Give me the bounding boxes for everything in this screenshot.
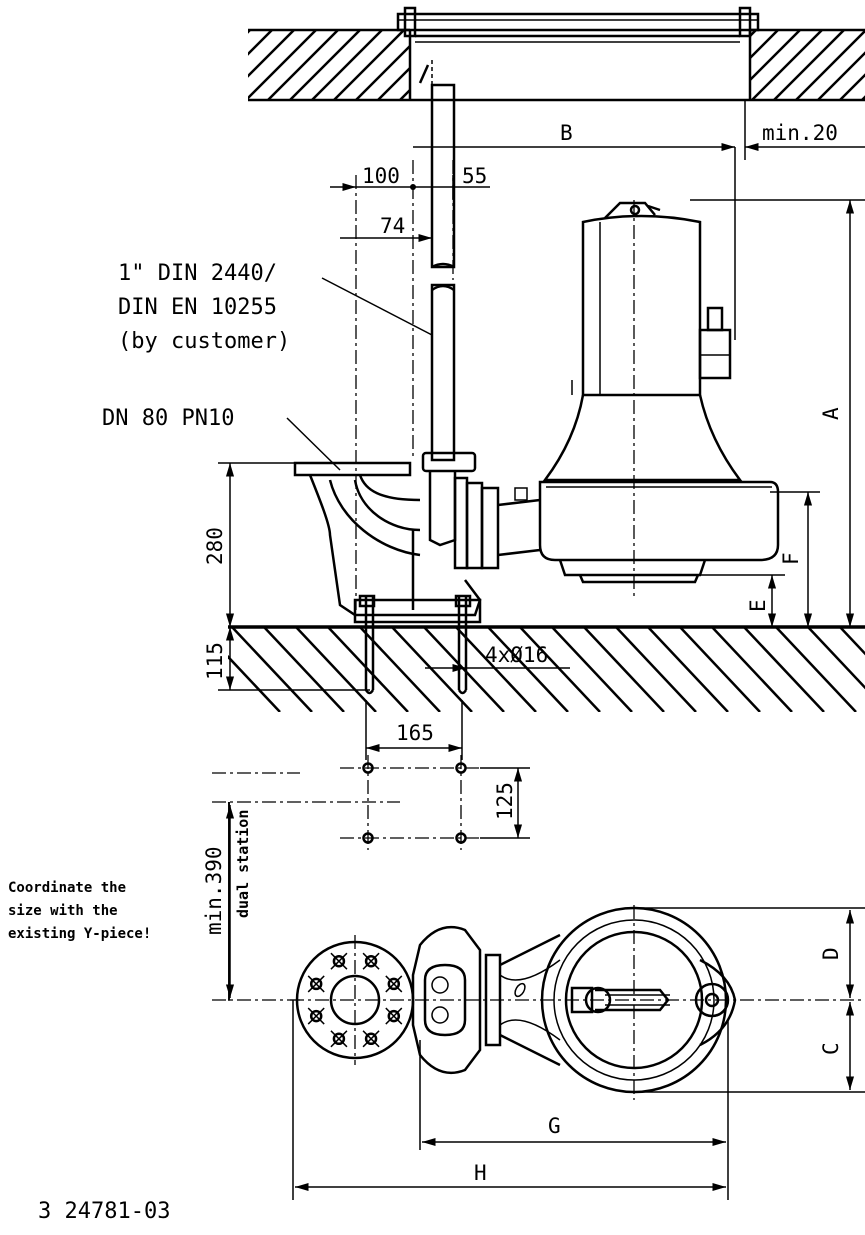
drawing-number: 3 24781-03 (38, 1199, 170, 1224)
floor-hatch-line (455, 627, 537, 712)
ceiling-hatch-line (248, 30, 295, 78)
manhole-cover (396, 6, 760, 43)
dim-125-label: 125 (493, 782, 517, 820)
dual-station-label: dual station (234, 810, 252, 918)
dim-holes-label: 4xØ16 (485, 643, 548, 667)
ceiling-slab (248, 28, 865, 102)
ceiling-hatch-line (248, 30, 251, 34)
dim-c-label: C (819, 1042, 843, 1055)
floor-hatch-line (775, 627, 857, 712)
ceiling-hatch-line (248, 30, 317, 100)
floor (228, 625, 865, 712)
ceiling-hatch-line (267, 30, 339, 100)
floor-hatch-line (679, 627, 761, 712)
dim-55-label: 55 (462, 164, 487, 188)
floor-hatch-line (231, 627, 313, 712)
dim-b-label: B (560, 121, 573, 145)
dim-100-label: 100 (362, 164, 400, 188)
floor-hatch-line (327, 627, 409, 712)
ceiling-hatch-line (333, 30, 405, 100)
dim-115-label: 115 (203, 642, 227, 680)
note-line1: Coordinate the (8, 880, 126, 896)
dim-e-label: E (746, 599, 770, 612)
dim-a-label: A (819, 407, 843, 420)
dim-165-label: 165 (396, 721, 434, 745)
floor-hatch-line (519, 627, 601, 712)
ceiling-hatch-line (289, 30, 361, 100)
flange-bolt (330, 952, 348, 970)
ceiling-hatch-line (795, 30, 865, 100)
flange-bolt (362, 952, 380, 970)
floor-hatch-line (711, 627, 793, 712)
dim-280-label: 280 (203, 527, 227, 565)
pump (497, 200, 780, 600)
floor-hatch-line (807, 627, 865, 690)
pipe-callout-line1: 1" DIN 2440/ (118, 261, 277, 286)
dim-min20-label: min.20 (762, 121, 838, 145)
floor-hatch-line (228, 654, 281, 712)
ceiling-hatch-line (773, 30, 845, 100)
flange-bolt (307, 1007, 325, 1025)
floor-hatch-line (583, 627, 665, 712)
floor-hatch-line (487, 627, 569, 712)
ceiling-hatch-line (817, 51, 865, 100)
bolt-pattern (340, 755, 530, 850)
ceiling-hatch-line (311, 30, 383, 100)
dimension-lines (218, 100, 865, 760)
duckfoot-bend (293, 451, 500, 695)
flange-bolt (307, 975, 325, 993)
pipe-callout-line2: DIN EN 10255 (118, 295, 277, 320)
floor-hatch-line (263, 627, 345, 712)
floor-hatch-line (295, 627, 377, 712)
dim-f-label: F (779, 552, 803, 565)
dim-min390-label: min.390 (202, 846, 226, 935)
floor-hatch-line (839, 627, 865, 656)
dim-d-label: D (819, 947, 843, 960)
dim-g-label: G (548, 1114, 561, 1138)
guide-pipe (418, 60, 456, 462)
dim-h-label: H (474, 1161, 487, 1185)
floor-hatch-line (423, 627, 505, 712)
flange-bolt (385, 1007, 403, 1025)
floor-hatch-line (551, 627, 633, 712)
pipe-callout-line3: (by customer) (118, 329, 290, 354)
flange-bolt (330, 1030, 348, 1048)
note-line3: existing Y-piece! (8, 926, 151, 942)
ceiling-hatch-line (248, 30, 273, 56)
floor-hatch-line (647, 627, 729, 712)
flange-callout: DN 80 PN10 (102, 406, 234, 431)
top-view (212, 772, 865, 1200)
floor-hatch-line (391, 627, 473, 712)
ceiling-hatch-line (751, 30, 823, 100)
dim-74-label: 74 (380, 214, 405, 238)
floor-hatch-line (743, 627, 825, 712)
ceiling-hatch-line (839, 73, 865, 100)
note-line2: size with the (8, 903, 118, 919)
flange-bolt (362, 1030, 380, 1048)
flange-bolt (385, 975, 403, 993)
floor-hatch-line (615, 627, 697, 712)
